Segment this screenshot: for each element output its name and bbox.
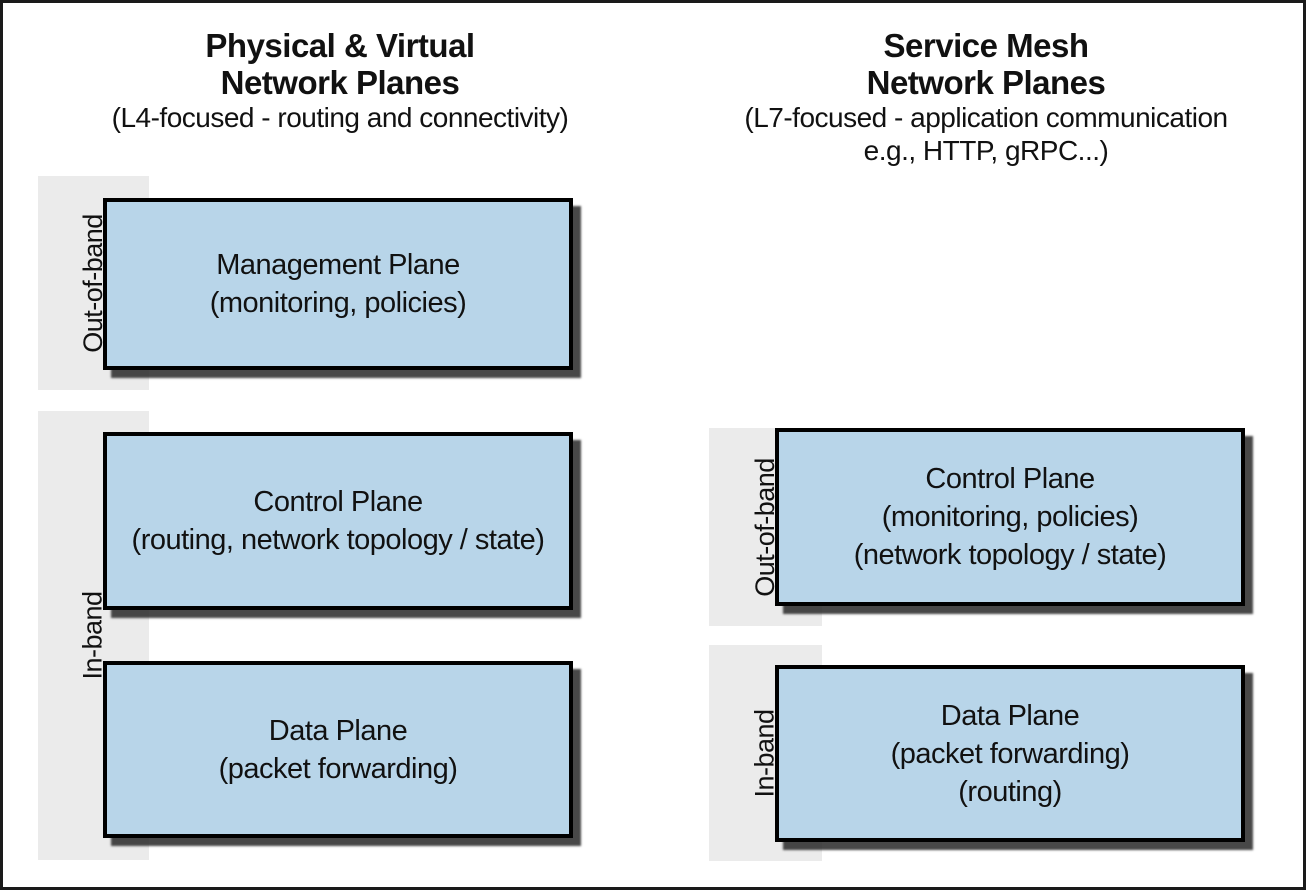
plane-title: Data Plane [940, 699, 1080, 732]
plane-subtitle: (packet forwarding) [890, 737, 1130, 770]
plane-box-data-plane-left: Data Plane (packet forwarding) [103, 661, 573, 838]
title-line: Service Mesh [883, 27, 1089, 64]
plane-box-control-plane-left: Control Plane (routing, network topology… [103, 432, 573, 610]
plane-subtitle: (routing) [958, 775, 1062, 808]
plane-title: Data Plane [268, 714, 408, 747]
plane-title: Control Plane [925, 463, 1095, 495]
plane-subtitle: (network topology / state) [853, 539, 1167, 571]
subtitle-l7-focused: (L7-focused - application communication [744, 102, 1228, 133]
plane-title: Management Plane [216, 249, 460, 281]
plane-box-management-plane: Management Plane (monitoring, policies) [103, 198, 573, 370]
title-service-mesh-network-planes: Service Mesh Network Planes (L7-focused … [686, 27, 1286, 167]
plane-subtitle: (monitoring, policies) [881, 501, 1139, 533]
subtitle-l7-focused-line2: e.g., HTTP, gRPC...) [863, 135, 1109, 166]
plane-subtitle: (packet forwarding) [218, 752, 458, 785]
plane-box-data-plane-right: Data Plane (packet forwarding) (routing) [775, 665, 1245, 842]
title-line: Physical & Virtual [205, 27, 475, 64]
title-line: Network Planes [220, 64, 460, 101]
subtitle-l4-focused: (L4-focused - routing and connectivity) [111, 102, 569, 133]
title-line: Network Planes [866, 64, 1106, 101]
plane-subtitle: (routing, network topology / state) [131, 524, 545, 556]
plane-box-control-plane-right: Control Plane (monitoring, policies) (ne… [775, 428, 1245, 606]
plane-subtitle: (monitoring, policies) [209, 287, 467, 319]
plane-title: Control Plane [253, 486, 423, 518]
title-physical-virtual-network-planes: Physical & Virtual Network Planes (L4-fo… [40, 27, 640, 134]
